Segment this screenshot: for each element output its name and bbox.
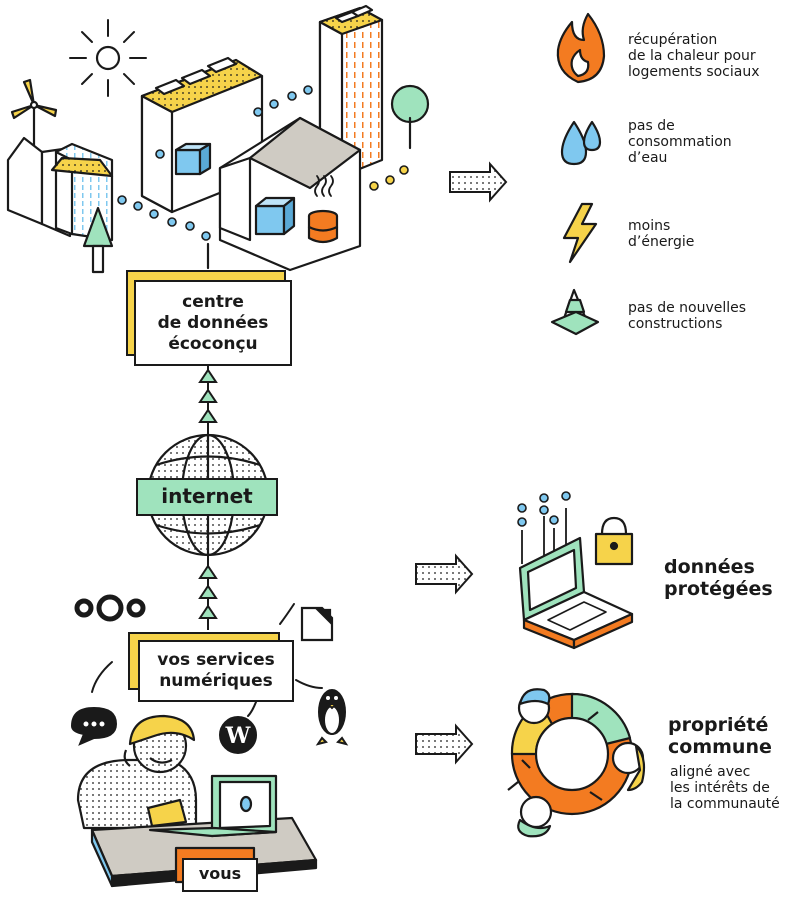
benefit-energy-label: moins d’énergie — [628, 218, 694, 250]
commons-title-line2: commune — [668, 736, 772, 758]
nextcloud-icon — [74, 594, 146, 622]
flame-icon — [556, 12, 606, 84]
benefit-water-label: pas de consommation d’eau — [628, 118, 732, 166]
wordpress-icon: W — [219, 716, 257, 754]
datacenter-box: centre de données écoconçu — [134, 280, 292, 366]
protected-data-line2: protégées — [664, 578, 773, 600]
commons-title-line1: propriété — [668, 714, 769, 736]
you-label: vous — [182, 858, 258, 892]
benefit-heat-line2: de la chaleur pour — [628, 48, 756, 64]
linux-tux-icon — [315, 689, 349, 746]
benefit-energy-line1: moins — [628, 218, 671, 234]
benefit-construction-label: pas de nouvelles constructions — [628, 300, 746, 332]
community-ring-icon — [507, 688, 646, 838]
rocketchat-icon — [70, 706, 118, 746]
services-box: vos services numériques — [138, 640, 294, 702]
benefit-heat-line1: récupération — [628, 32, 718, 48]
benefit-heat-line3: logements sociaux — [628, 64, 760, 80]
datacenter-label-line3: écoconçu — [168, 334, 258, 354]
commons-title: propriété commune — [668, 714, 772, 758]
arrow-right-icon — [449, 161, 508, 203]
benefit-water-line3: d’eau — [628, 150, 668, 166]
sun-icon — [69, 19, 147, 97]
svg-text:W: W — [225, 723, 251, 749]
arrow-right-icon — [415, 553, 474, 595]
commons-subtitle-line1: aligné avec — [670, 764, 751, 780]
arrow-right-icon — [415, 723, 474, 765]
benefit-construction-line2: constructions — [628, 316, 723, 332]
traffic-cone-icon — [550, 288, 600, 336]
benefit-water-line2: consommation — [628, 134, 732, 150]
lightning-icon — [562, 202, 598, 264]
protected-data-line1: données — [664, 556, 755, 578]
commons-subtitle-line2: les intérêts de — [670, 780, 770, 796]
services-label-line1: vos services — [157, 650, 275, 670]
protected-data-label: données protégées — [664, 556, 773, 600]
commons-subtitle: aligné avec les intérêts de la communaut… — [670, 764, 780, 812]
arrow-icons — [415, 161, 508, 765]
benefit-heat-label: récupération de la chaleur pour logement… — [628, 32, 760, 80]
user-at-laptop-illustration — [76, 714, 318, 888]
wind-turbine-icon — [10, 78, 58, 152]
connection-chain — [198, 366, 218, 630]
datacenter-label-line2: de données — [157, 313, 269, 333]
services-label-line2: numériques — [159, 671, 273, 691]
water-drops-icon — [560, 120, 602, 166]
laptop-lock-icon — [517, 491, 634, 650]
city-illustration — [6, 4, 430, 274]
commons-subtitle-line3: la communauté — [670, 796, 780, 812]
datacenter-label-line1: centre — [182, 292, 244, 312]
internet-label: internet — [136, 478, 278, 516]
benefit-water-line1: pas de — [628, 118, 675, 134]
benefit-construction-line1: pas de nouvelles — [628, 300, 747, 316]
benefit-energy-line2: d’énergie — [628, 234, 695, 250]
libreoffice-icon — [300, 606, 334, 642]
